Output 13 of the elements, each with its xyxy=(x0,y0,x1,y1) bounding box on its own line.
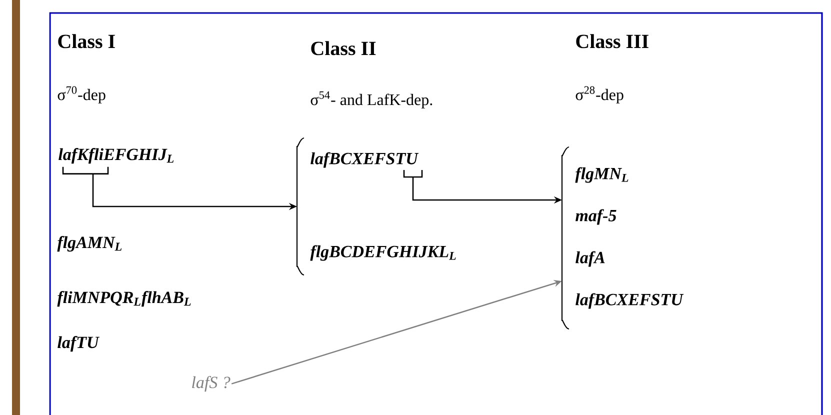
dependency-label: σ$^{28}$-dep xyxy=(576,86,624,104)
gene-label: lafTU xyxy=(58,336,100,352)
gene-label: fliMNPQR$_{L}$flhAB$_{L}$ xyxy=(57,291,191,307)
gene-label: lafS ? xyxy=(192,376,230,392)
dependency-label: σ$^{54}$- and LafK-dep. xyxy=(310,91,432,108)
gene-label: flgAMN$_{L}$ xyxy=(57,236,122,252)
class-heading: Class I xyxy=(58,34,115,48)
bracketed-gene-group: lafBCXEFSTU flgBCDEFGHIJKL$_{L}$ xyxy=(296,137,456,276)
gene-label: lafKfliEFGHIJ$_{L}$ xyxy=(58,148,174,164)
bracketed-gene-group: flgMN$_{L}$ maf-5 lafA lafBCXEFSTU xyxy=(561,146,684,330)
class-heading: Class II xyxy=(311,41,376,56)
class-heading: Class III xyxy=(576,34,648,48)
dependency-label: σ$^{70}$-dep xyxy=(58,86,106,104)
